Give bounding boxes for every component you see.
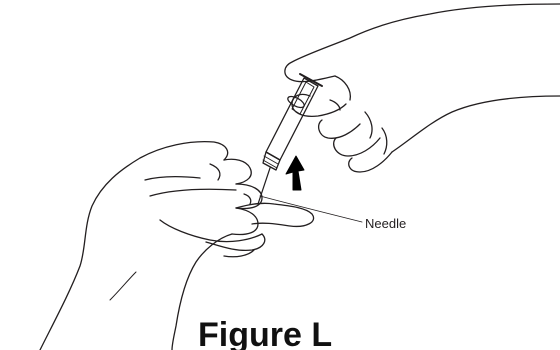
- arrow-up-icon: [286, 156, 304, 190]
- figure-caption: Figure L: [198, 318, 332, 350]
- right-hand: [285, 4, 560, 172]
- skin-fold: [160, 203, 314, 257]
- needle-label: Needle: [365, 217, 406, 230]
- syringe: [258, 74, 322, 204]
- needle-callout-line: [260, 196, 362, 222]
